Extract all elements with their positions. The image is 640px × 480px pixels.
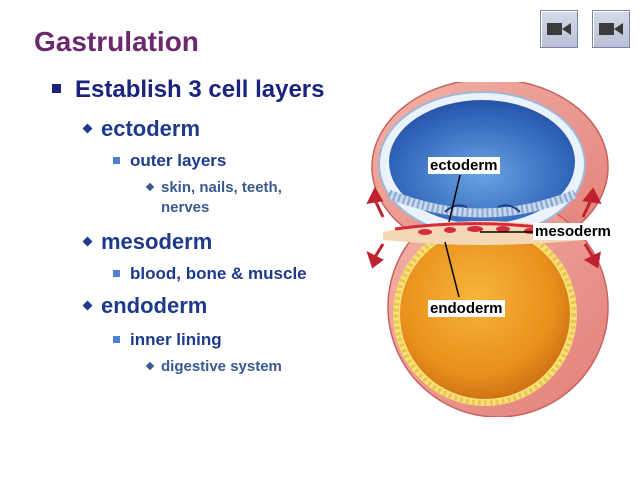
sub-bullet-text: inner lining (130, 330, 222, 349)
layer-name: endoderm (101, 293, 208, 318)
video-camera-icon (547, 23, 571, 35)
layer-endoderm: endoderm (82, 293, 207, 319)
layer-name: ectoderm (101, 116, 201, 141)
sub-bullet-text: outer layers (130, 151, 227, 170)
detail-line: digestive system (161, 358, 282, 375)
detail-bullet: digestive system (145, 357, 282, 377)
gastrulation-diagram: ectoderm mesoderm endoderm (355, 78, 640, 418)
mesoderm-label: mesoderm (533, 223, 613, 240)
detail-line: nerves (161, 199, 210, 216)
detail-bullet: skin, nails, teeth, nerves (145, 178, 282, 218)
square-bullet-icon (113, 270, 120, 277)
video-button-1[interactable] (540, 10, 578, 48)
sub-bullet-text: blood, bone & muscle (130, 264, 307, 283)
video-button-2[interactable] (592, 10, 630, 48)
diamond-bullet-icon (145, 182, 155, 192)
square-bullet-icon (113, 336, 120, 343)
ectoderm-label: ectoderm (428, 157, 500, 174)
sub-bullet: blood, bone & muscle (113, 264, 307, 284)
diamond-bullet-icon (82, 236, 93, 247)
layer-name: mesoderm (101, 229, 213, 254)
main-bullet-text: Establish 3 cell layers (75, 76, 325, 103)
video-camera-icon (599, 23, 623, 35)
main-bullet: Establish 3 cell layers (52, 76, 324, 104)
square-bullet-icon (113, 157, 120, 164)
detail-line: skin, nails, teeth, (161, 179, 282, 196)
sub-bullet: inner lining (113, 330, 222, 350)
slide-title: Gastrulation (34, 26, 199, 57)
layer-mesoderm: mesoderm (82, 229, 212, 255)
diamond-bullet-icon (145, 361, 155, 371)
diamond-bullet-icon (82, 300, 93, 311)
sub-bullet: outer layers (113, 151, 226, 171)
square-bullet-icon (52, 84, 61, 93)
endoderm-label: endoderm (428, 300, 505, 317)
diamond-bullet-icon (82, 123, 93, 134)
embryo-illustration (366, 78, 609, 418)
layer-ectoderm: ectoderm (82, 116, 200, 142)
